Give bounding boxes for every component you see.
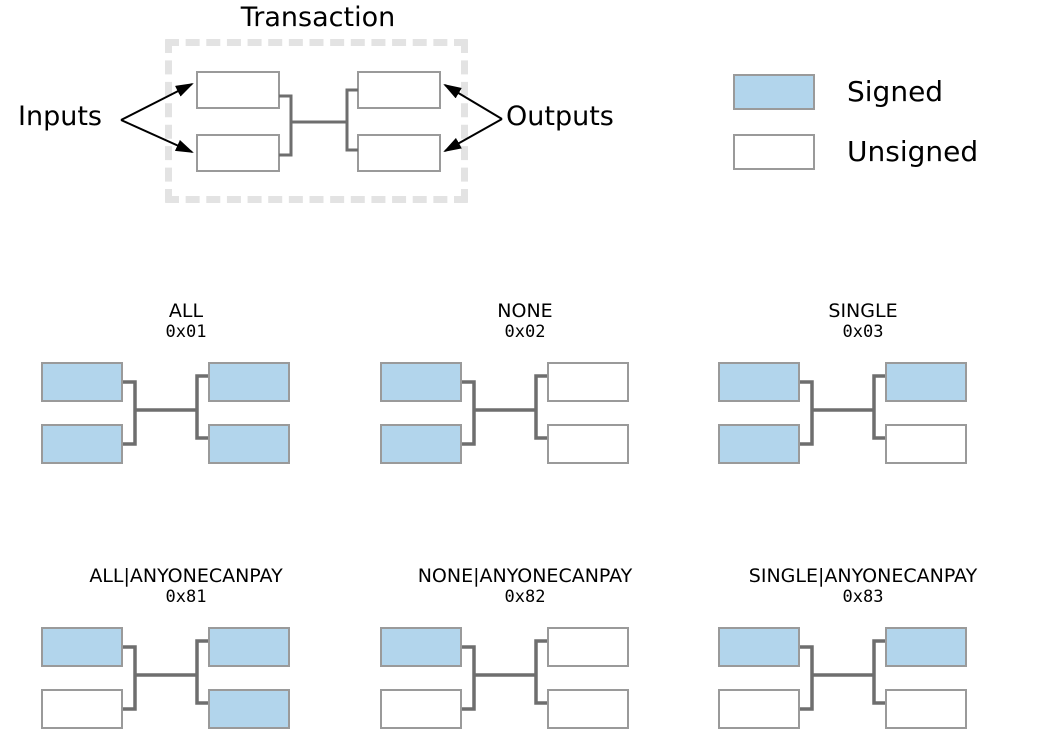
sighash-code: 0x03 <box>842 322 884 342</box>
sighash-code: 0x81 <box>165 587 207 607</box>
sighash-node-output-top <box>547 362 629 402</box>
transaction-arrows-and-boxes <box>120 71 503 172</box>
sighash-code: 0x02 <box>504 322 546 342</box>
legend-item-unsigned: Unsigned <box>733 132 978 172</box>
transaction-input-connector <box>279 94 293 157</box>
transaction-output-bottom-box <box>357 134 441 172</box>
sighash-node-output-bottom <box>547 689 629 729</box>
sighash-node-input-bottom <box>718 424 800 464</box>
sighash-connectors <box>123 639 208 711</box>
sighash-node-input-top <box>718 362 800 402</box>
transaction-figure: Transaction Inputs Outputs <box>0 0 700 230</box>
sighash-node-output-top <box>208 627 290 667</box>
sighash-node-input-bottom <box>380 689 462 729</box>
legend-label-signed: Signed <box>847 75 944 108</box>
sighash-node-input-bottom <box>41 424 123 464</box>
sighash-node-input-top <box>41 627 123 667</box>
sighash-title: ALL <box>168 300 204 322</box>
legend-item-signed: Signed <box>733 72 943 112</box>
sighash-node-input-top <box>380 362 462 402</box>
sighash-code: 0x82 <box>504 587 546 607</box>
sighash-body <box>355 617 695 745</box>
sighash-code: 0x01 <box>165 322 207 342</box>
sighash-node-output-bottom <box>208 424 290 464</box>
transaction-input-top-box <box>196 71 280 109</box>
sighash-connectors <box>800 639 885 711</box>
sighash-diagram-all: ALL 0x01 <box>16 300 356 480</box>
sighash-node-input-bottom <box>718 689 800 729</box>
sighash-node-output-top <box>885 627 967 667</box>
sighash-diagram-single: SINGLE 0x03 <box>693 300 1033 480</box>
sighash-diagram-none: NONE 0x02 <box>355 300 695 480</box>
sighash-title: NONE|ANYONECANPAY <box>417 565 633 587</box>
legend-swatch-unsigned <box>733 134 815 170</box>
inputs-label: Inputs <box>18 101 102 132</box>
sighash-body <box>693 617 1033 745</box>
transaction-output-top-box <box>357 71 441 109</box>
sighash-node-input-top <box>380 627 462 667</box>
sighash-connectors <box>123 374 208 446</box>
outputs-arrow-top <box>443 83 503 120</box>
sighash-node-output-bottom <box>547 424 629 464</box>
transaction-title: Transaction <box>240 2 396 33</box>
legend: Signed Unsigned <box>733 72 1033 182</box>
outputs-label: Outputs <box>506 101 614 132</box>
sighash-node-output-top <box>885 362 967 402</box>
sighash-body <box>16 617 356 745</box>
legend-label-unsigned: Unsigned <box>847 135 979 168</box>
sighash-body <box>355 352 695 480</box>
sighash-body <box>693 352 1033 480</box>
sighash-connectors <box>462 374 547 446</box>
sighash-node-output-bottom <box>885 424 967 464</box>
outputs-arrow-bottom <box>443 118 503 152</box>
sighash-title: NONE <box>497 300 553 322</box>
sighash-connectors <box>462 639 547 711</box>
sighash-code: 0x83 <box>842 587 884 607</box>
transaction-boundary <box>165 39 468 203</box>
sighash-node-output-bottom <box>208 689 290 729</box>
sighash-node-output-top <box>547 627 629 667</box>
sighash-diagram-none-anyonecanpay: NONE|ANYONECANPAY 0x82 <box>355 565 695 745</box>
sighash-diagram-single-anyonecanpay: SINGLE|ANYONECANPAY 0x83 <box>693 565 1033 745</box>
sighash-title: ALL|ANYONECANPAY <box>89 565 283 587</box>
sighash-title: SINGLE <box>828 300 898 322</box>
sighash-title: SINGLE|ANYONECANPAY <box>748 565 978 587</box>
sighash-node-input-bottom <box>41 689 123 729</box>
inputs-arrow-top <box>120 83 194 121</box>
sighash-node-input-bottom <box>380 424 462 464</box>
legend-swatch-signed <box>733 74 815 110</box>
sighash-node-output-bottom <box>885 689 967 729</box>
sighash-connectors <box>800 374 885 446</box>
sighash-body <box>16 352 356 480</box>
sighash-node-input-top <box>41 362 123 402</box>
sighash-node-output-top <box>208 362 290 402</box>
inputs-arrow-bottom <box>120 119 194 153</box>
sighash-node-input-top <box>718 627 800 667</box>
sighash-diagram-all-anyonecanpay: ALL|ANYONECANPAY 0x81 <box>16 565 356 745</box>
transaction-output-connector <box>345 88 358 152</box>
transaction-input-bottom-box <box>196 134 280 172</box>
